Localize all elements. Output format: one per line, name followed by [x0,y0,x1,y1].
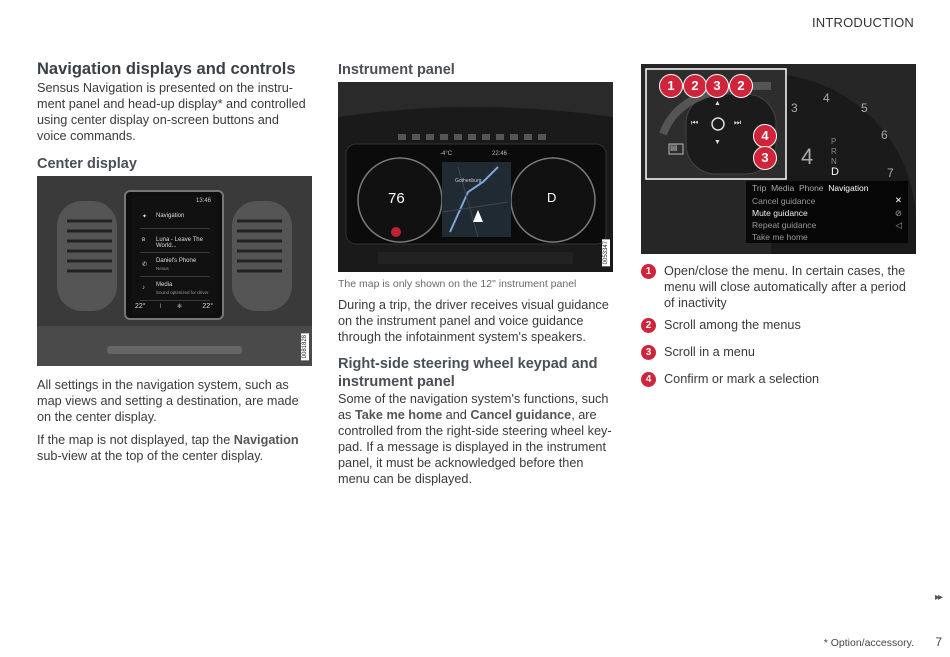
screen-row-music[interactable]: ʙ Luna - Leave The World... [140,230,210,253]
menu-item-cancel-guidance[interactable]: Cancel guidance [752,196,816,206]
outside-temp: -4°C [440,151,453,157]
instrument-cluster-illustration [338,82,613,272]
menu-item-repeat-guidance[interactable]: Repeat guidance [752,220,817,230]
navigation-icon: ✦ [142,214,148,220]
tab-phone[interactable]: Phone [798,183,824,193]
intro-paragraph: Sensus Navigation is presented on the in… [37,81,306,143]
menu-tabs: Trip Media Phone Navigation [752,183,868,193]
figure-code: 0081828 [301,332,309,360]
skip-forward-icon: ⏭ [734,118,742,127]
gauge-number-7: 7 [887,166,894,180]
instrument-panel-heading: Instrument panel [338,62,455,78]
callout-pin-2: 2 [683,74,707,98]
legend-item-2: 2 Scroll among the menus [641,317,916,333]
page-number: 7 [935,635,942,649]
skip-back-icon: ⏮ [691,118,699,127]
gauge-number-3: 3 [791,101,798,115]
arrow-up-icon: ▲ [714,100,721,107]
close-icon: ✕ [894,195,902,205]
center-screen: 13:46 ✦ Navigation ʙ Luna - Leave The Wo… [132,196,216,314]
callout-pin-3b: 3 [753,146,777,170]
steering-menu-overlay: Trip Media Phone Navigation Cancel guida… [746,181,908,243]
tab-trip[interactable]: Trip [752,183,767,193]
page-title: Navigation displays and controls [37,60,296,78]
callout-pin-2b: 2 [729,74,753,98]
media-icon: ♪ [142,285,145,291]
figure-caption: The map is only shown on the 12" instrum… [338,278,577,290]
gauge-number-6: 6 [881,128,888,142]
fan-icon[interactable]: ✻ [177,304,183,310]
screen-row-media[interactable]: ♪ Media Sound optimized for driver [140,278,210,301]
legend-item-4: 4 Confirm or mark a selection [641,371,916,387]
center-display-figure: 13:46 ✦ Navigation ʙ Luna - Leave The Wo… [37,176,312,366]
callout-pin-3: 3 [705,74,729,98]
center-display-heading: Center display [37,156,137,172]
mute-icon: ⊘ [894,208,902,218]
screen-row-phone[interactable]: ✆ Daniel's Phone Nexus [140,254,210,277]
callout-pin-1: 1 [659,74,683,98]
keypad-heading: Right-side steering wheel keypad and ins… [338,356,598,390]
footnote: * Option/accessory. [823,637,914,649]
temp-right[interactable]: 22° [202,303,213,310]
cluster-time: 22:46 [492,151,508,157]
menu-item-take-me-home[interactable]: Take me home [752,232,808,242]
big-gear-number: 4 [801,144,814,169]
navigation-subview-paragraph: If the map is not displayed, tap the Nav… [37,433,299,463]
gear-readout: D [547,190,557,205]
phone-icon: ✆ [142,262,148,268]
tab-navigation[interactable]: Navigation [828,183,869,193]
menu-item-mute-guidance[interactable]: Mute guidance [752,208,808,218]
speaker-icon: ◁ [895,220,902,230]
figure-code: 0053347 [602,238,610,266]
column-left: Navigation displays and controls Sensus … [37,58,312,464]
tab-media[interactable]: Media [771,183,795,193]
speed-readout: 76 [388,190,405,207]
menu-button-icon: ▤ [670,143,678,152]
section-header: INTRODUCTION [811,15,914,30]
gauge-number-4: 4 [823,91,830,105]
legend-item-3: 3 Scroll in a menu [641,344,916,360]
column-middle: Instrument panel 76 -4°C 22:46 Gothenbur… [338,58,613,487]
guidance-paragraph: During a trip, the driver receives visua… [338,298,609,344]
legend-item-1: 1 Open/close the menu. In certain cases,… [641,263,916,311]
callout-pin-4: 4 [753,124,777,148]
screen-time: 13:46 [195,198,211,204]
instrument-panel-figure: 76 -4°C 22:46 Gothenburg D 0053347 [338,82,613,272]
screen-row-navigation[interactable]: ✦ Navigation [140,206,210,229]
seat-icon[interactable]: ⌇ [159,304,162,310]
bluetooth-icon: ʙ [142,237,146,243]
next-page-icon[interactable]: ▸▸ [934,592,943,603]
legend-list: 1 Open/close the menu. In certain cases,… [641,263,916,387]
map-city: Gothenburg [455,178,482,184]
temp-left[interactable]: 22° [135,303,146,310]
gauge-number-5: 5 [861,101,868,115]
settings-paragraph: All settings in the navigation system, s… [37,378,299,424]
keypad-paragraph: Some of the navigation system's function… [338,392,612,486]
arrow-down-icon: ▼ [714,139,721,146]
